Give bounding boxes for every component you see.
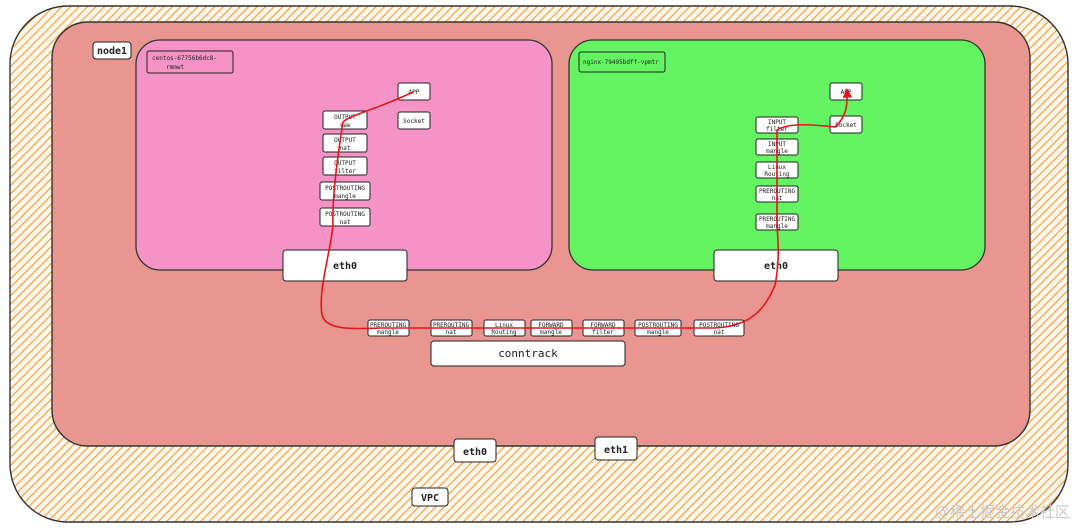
svg-text:FORWARD: FORWARD — [538, 322, 564, 329]
nginx-pod-name-box — [578, 51, 666, 73]
centos-chain-3: POSTROUTING mangle — [319, 181, 371, 201]
node-label-box — [92, 41, 132, 60]
svg-text:Linux: Linux — [495, 322, 513, 329]
svg-text:nat: nat — [714, 329, 725, 336]
svg-text:OUTPUT: OUTPUT — [334, 114, 356, 121]
centos-chain-2: OUTPUT filter — [322, 156, 368, 176]
svg-text:filter: filter — [592, 329, 614, 336]
centos-pod-name-line2: rmmwt — [166, 64, 184, 71]
node-eth1-label: eth1 — [604, 445, 628, 456]
packet-flow-path — [320, 88, 853, 330]
svg-text:nat: nat — [340, 145, 351, 152]
vpc-label-box — [411, 487, 449, 507]
centos-pod-name-box — [146, 50, 234, 74]
svg-text:OUTPUT: OUTPUT — [334, 137, 356, 144]
centos-socket-label: Socket — [403, 118, 425, 125]
centos-chain-4: POSTROUTING nat — [319, 207, 371, 227]
svg-text:POSTROUTING: POSTROUTING — [325, 211, 365, 218]
centos-pod-name-line1: centos-67756b6dc8- — [152, 55, 217, 62]
node-label: node1 — [97, 46, 127, 57]
svg-text:mangle: mangle — [647, 329, 669, 336]
svg-text:POSTROUTING: POSTROUTING — [325, 185, 365, 192]
centos-eth0-label: eth0 — [333, 261, 357, 272]
svg-text:nat: nat — [340, 219, 351, 226]
watermark: @稀土掘金技术社区 — [934, 503, 1070, 521]
conntrack-label: conntrack — [498, 347, 558, 360]
svg-text:nat: nat — [446, 329, 457, 336]
node-eth1 — [594, 436, 638, 461]
svg-text:Routing: Routing — [491, 329, 517, 336]
centos-eth0 — [282, 249, 408, 282]
svg-text:POSTROUTING: POSTROUTING — [638, 322, 678, 329]
nginx-pod-name: nginx-79495bdff-vpmtr — [583, 59, 659, 66]
centos-app-label: APP — [409, 89, 420, 96]
conntrack-box — [430, 340, 626, 367]
svg-text:INPUT: INPUT — [768, 119, 786, 126]
svg-text:mangle: mangle — [377, 329, 399, 336]
node-eth0-label: eth0 — [463, 447, 487, 458]
centos-socket — [397, 111, 431, 130]
svg-text:PREROUTING: PREROUTING — [433, 322, 470, 329]
svg-text:PREROUTING: PREROUTING — [370, 322, 407, 329]
node-eth0 — [453, 438, 497, 463]
nginx-eth0-label: eth0 — [764, 261, 788, 272]
nginx-socket — [829, 115, 863, 134]
svg-text:mangle: mangle — [334, 193, 356, 200]
centos-pod — [135, 39, 553, 271]
nginx-app-label: APP — [841, 89, 852, 96]
svg-text:mangle: mangle — [540, 329, 562, 336]
svg-text:raw: raw — [340, 122, 351, 129]
nginx-socket-label: Socket — [835, 122, 857, 129]
centos-chain-1: OUTPUT nat — [322, 133, 368, 153]
svg-text:FORWARD: FORWARD — [590, 322, 616, 329]
vpc-label: VPC — [421, 493, 439, 504]
svg-text:POSTROUTING: POSTROUTING — [699, 322, 739, 329]
svg-text:OUTPUT: OUTPUT — [334, 160, 356, 167]
svg-text:filter: filter — [334, 168, 356, 175]
